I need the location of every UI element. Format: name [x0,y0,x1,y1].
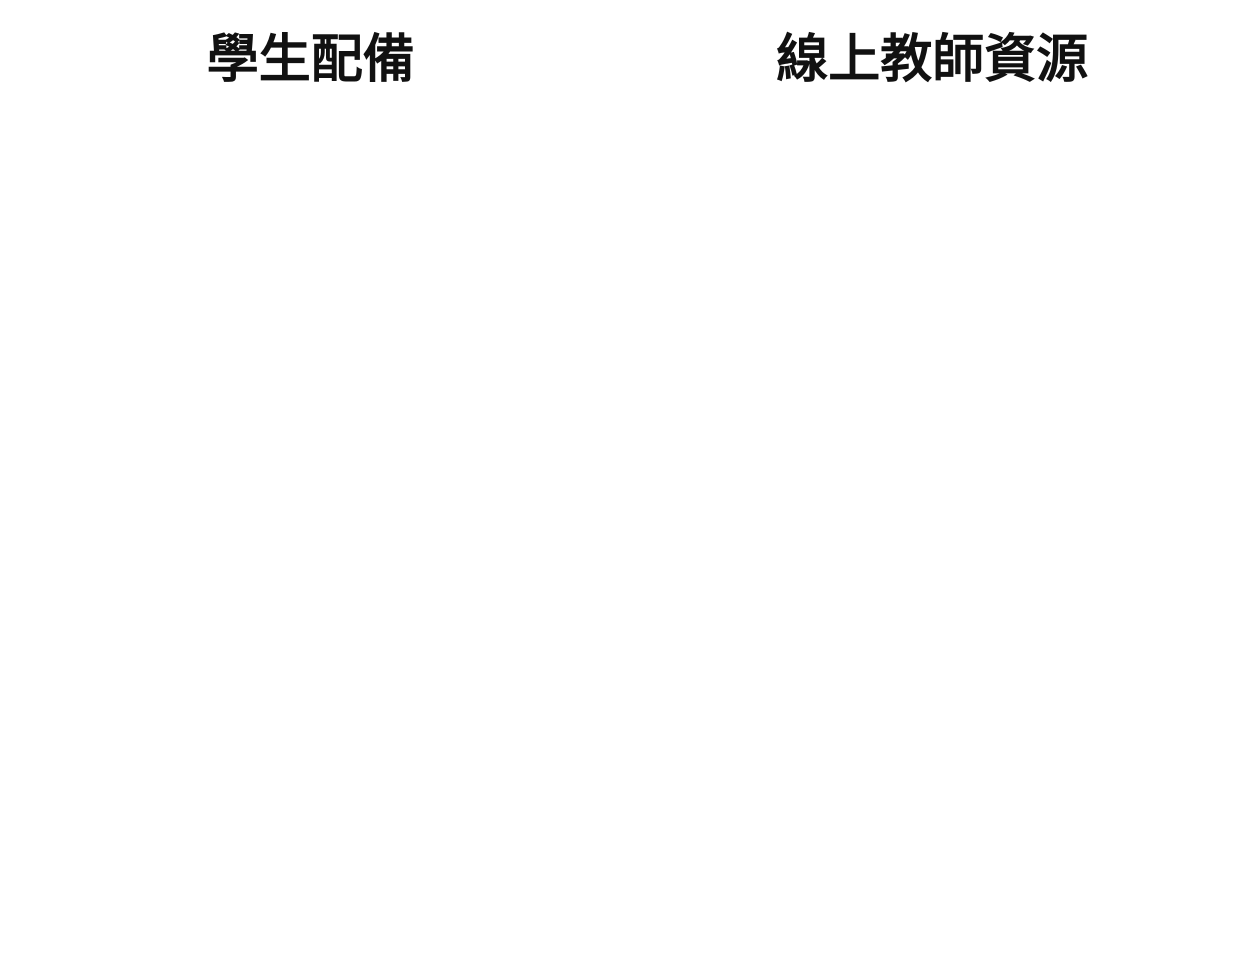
student-equipment-content [0,92,622,965]
online-teacher-resources-heading[interactable]: 線上教師資源 [776,30,1089,90]
online-teacher-resources-section: 線上教師資源 [622,0,1243,965]
online-teacher-resources-content [622,92,1243,965]
student-equipment-section: 學生配備 [0,30,622,965]
student-equipment-heading[interactable]: 學生配備 [206,30,415,90]
